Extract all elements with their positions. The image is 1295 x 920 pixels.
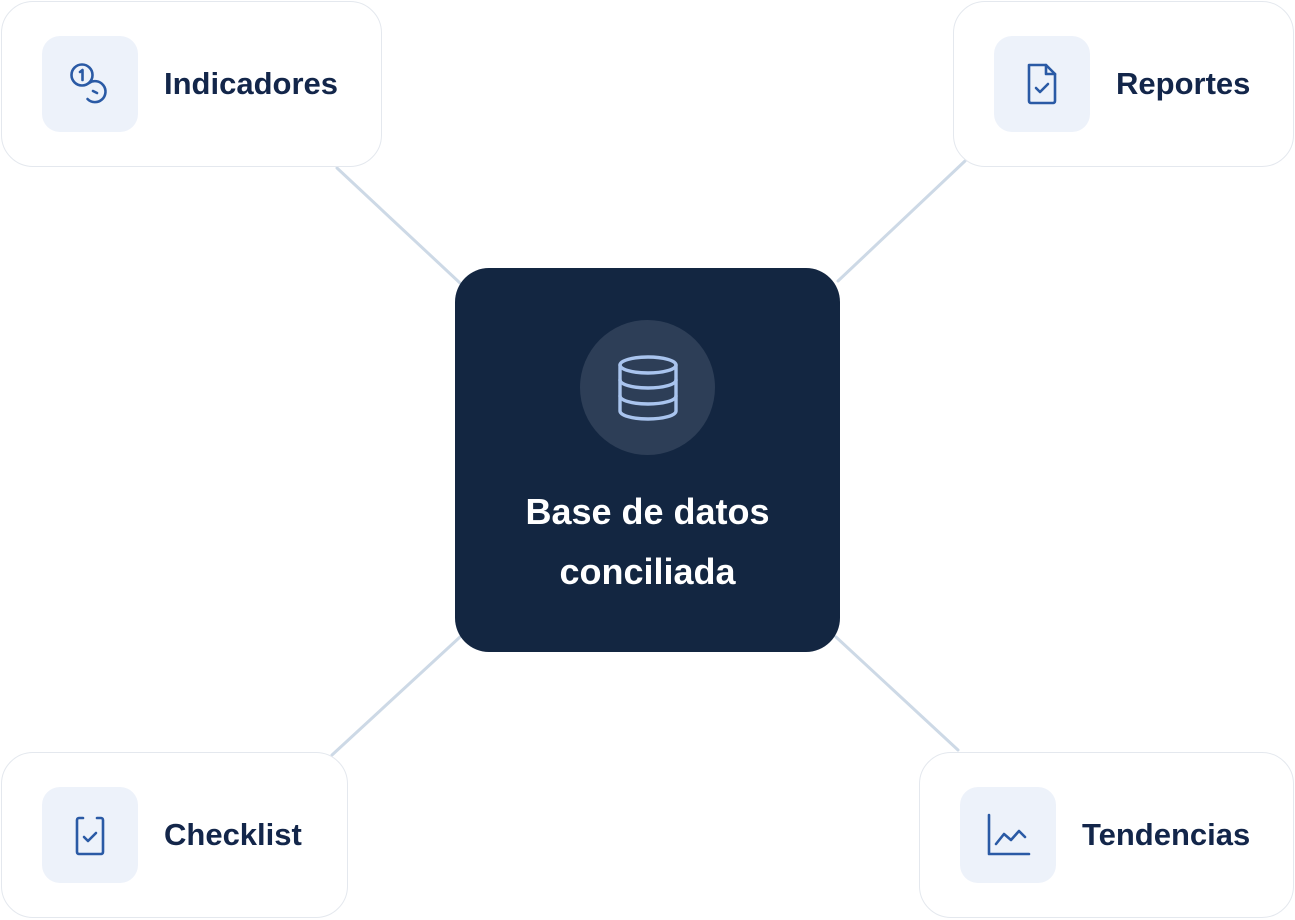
line-chart-icon — [987, 813, 1031, 856]
hub-title-line-1: Base de datos — [525, 491, 770, 532]
connector-indicadores — [335, 166, 462, 285]
node-label-reportes: Reportes — [1116, 66, 1251, 101]
node-reportes[interactable]: Reportes — [953, 1, 1294, 167]
database-icon — [617, 354, 678, 421]
connector-reportes — [836, 159, 967, 283]
node-tendencias[interactable]: Tendencias — [919, 752, 1294, 918]
node-label-tendencias: Tendencias — [1082, 817, 1251, 852]
node-label-checklist: Checklist — [164, 817, 302, 852]
coins-icon — [70, 63, 107, 104]
node-indicadores[interactable]: Indicadores — [1, 1, 382, 167]
node-checklist[interactable]: Checklist — [1, 752, 348, 918]
indicadores-icon-box — [42, 36, 138, 132]
checklist-icon-box — [42, 787, 138, 883]
node-label-indicadores: Indicadores — [164, 66, 338, 101]
connector-checklist — [330, 635, 462, 757]
hub-icon-circle — [580, 320, 715, 455]
hub-title: Base de datos conciliada — [465, 482, 830, 602]
hub-title-line-2: conciliada — [559, 551, 736, 592]
clipboard-check-icon — [75, 816, 105, 856]
tendencias-icon-box — [960, 787, 1056, 883]
hub-database-card[interactable]: Base de datos conciliada — [455, 268, 840, 652]
file-check-icon — [1027, 63, 1057, 105]
connector-tendencias — [834, 635, 960, 752]
reportes-icon-box — [994, 36, 1090, 132]
